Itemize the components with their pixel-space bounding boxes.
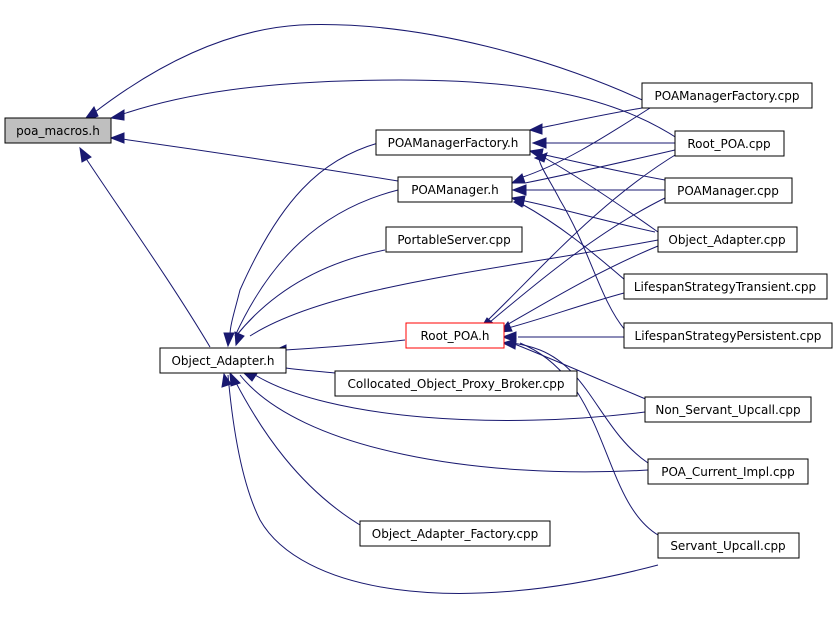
edge-poamanagerfactory-cpp-to-poa-macros — [94, 24, 656, 113]
arrowhead — [528, 123, 543, 135]
edge-object-adapter-h-to-poa-macros — [84, 156, 211, 348]
node-portableserver-cpp[interactable]: PortableServer.cpp — [385, 226, 523, 253]
edges — [84, 24, 681, 594]
node-root-poa-cpp[interactable]: Root_POA.cpp — [674, 130, 785, 157]
arrowhead — [533, 152, 548, 163]
node-label: POAManagerFactory.cpp — [654, 89, 799, 103]
node-label: Root_POA.h — [420, 329, 489, 343]
node-label: LifespanStrategyTransient.cpp — [634, 280, 816, 294]
edge-collocated-cpp-to-object-adapter-h — [285, 367, 336, 374]
node-lifespanstrategypersistent-cpp[interactable]: LifespanStrategyPersistent.cpp — [623, 322, 833, 349]
node-poa-current-impl-cpp[interactable]: POA_Current_Impl.cpp — [647, 458, 809, 485]
edge-poamanager-cpp-to-poamanagerfactory-h — [539, 153, 666, 181]
edge-object-adapter-cpp-to-root-poa-h — [504, 245, 659, 327]
arrowhead — [511, 184, 527, 196]
edge-portableserver-cpp-to-object-adapter-h — [235, 249, 386, 337]
arrowhead — [234, 331, 245, 347]
node-label: Object_Adapter_Factory.cpp — [372, 527, 538, 541]
node-poamanager-h[interactable]: POAManager.h — [397, 176, 513, 203]
node-label: Collocated_Object_Proxy_Broker.cpp — [348, 377, 565, 391]
node-servant-upcall-cpp[interactable]: Servant_Upcall.cpp — [657, 532, 800, 559]
edge-non-servant-upcall-to-root-poa-h — [511, 342, 649, 401]
node-label: Root_POA.cpp — [687, 137, 770, 151]
node-collocated-object-proxy-broker-cpp[interactable]: Collocated_Object_Proxy_Broker.cpp — [334, 370, 578, 397]
arrowhead — [510, 173, 526, 184]
edge-servant-upcall-to-object-adapter-h — [227, 374, 659, 594]
edge-root-poa-h-to-object-adapter-h — [284, 339, 406, 351]
edge-poamanagerfactory-h-to-object-adapter-h — [229, 142, 379, 336]
edge-object-adapter-cpp-to-poamanagerfactory-h — [544, 157, 659, 233]
edge-poamanagerfactory-cpp-to-poamanager-h — [519, 107, 651, 179]
arrowhead — [223, 332, 235, 348]
edge-poa-current-impl-to-object-adapter-h — [239, 374, 649, 473]
node-non-servant-upcall-cpp[interactable]: Non_Servant_Upcall.cpp — [644, 396, 812, 423]
arrowhead — [501, 338, 517, 350]
edge-lifespan-transient-to-root-poa-h — [507, 292, 625, 329]
node-label: POAManager.cpp — [677, 184, 779, 198]
arrowhead — [512, 196, 525, 208]
edge-lifespan-transient-to-poamanager-h — [519, 202, 626, 281]
node-label: POAManagerFactory.h — [388, 136, 519, 150]
node-object-adapter-h[interactable]: Object_Adapter.h — [159, 347, 287, 374]
node-label: PortableServer.cpp — [397, 233, 510, 247]
node-label: Non_Servant_Upcall.cpp — [655, 403, 800, 417]
arrowhead — [221, 372, 232, 388]
edge-poamanager-cpp-to-root-poa-h — [489, 197, 666, 323]
edge-poamanager-h-to-object-adapter-h — [234, 189, 399, 337]
edge-root-poa-cpp-to-root-poa-h — [487, 151, 681, 321]
edge-non-servant-upcall-to-object-adapter-h — [254, 374, 646, 421]
edge-root-poa-cpp-to-poa-macros — [122, 79, 681, 141]
arrowhead — [531, 137, 547, 149]
node-lifespanstrategytransient-cpp[interactable]: LifespanStrategyTransient.cpp — [623, 273, 828, 300]
node-poamanagerfactory-cpp[interactable]: POAManagerFactory.cpp — [641, 82, 813, 109]
node-label: POA_Current_Impl.cpp — [661, 465, 795, 479]
node-label: poa_macros.h — [16, 124, 100, 138]
arrowhead — [229, 371, 241, 387]
node-object-adapter-factory-cpp[interactable]: Object_Adapter_Factory.cpp — [359, 520, 551, 547]
arrowhead — [109, 132, 125, 144]
edge-root-poa-cpp-to-poamanager-h — [524, 149, 676, 184]
node-label: LifespanStrategyPersistent.cpp — [635, 329, 822, 343]
node-poa-macros-h: poa_macros.h — [4, 117, 112, 144]
edge-object-adapter-cpp-to-object-adapter-h — [249, 239, 659, 337]
nodes: poa_macros.h POAManagerFactory.h POAMana… — [4, 82, 833, 559]
node-label: Object_Adapter.h — [171, 354, 274, 368]
node-root-poa-h[interactable]: Root_POA.h — [405, 322, 505, 349]
edge-poamanagerfactory-cpp-to-poamanagerfactory-h — [539, 107, 643, 129]
node-poamanagerfactory-h[interactable]: POAManagerFactory.h — [375, 129, 531, 156]
edge-object-adapter-cpp-to-poamanager-h — [519, 199, 656, 233]
arrowhead — [79, 146, 92, 163]
node-label: Object_Adapter.cpp — [668, 233, 785, 247]
node-label: POAManager.h — [411, 183, 499, 197]
node-poamanager-cpp[interactable]: POAManager.cpp — [664, 177, 793, 204]
edge-object-adapter-factory-cpp-to-object-adapter-h — [231, 374, 366, 529]
edge-poa-current-impl-to-root-poa-h — [511, 342, 649, 464]
node-object-adapter-cpp[interactable]: Object_Adapter.cpp — [657, 226, 798, 253]
arrowhead — [109, 109, 125, 121]
edge-lifespan-persistent-to-poamanager-h — [538, 154, 626, 331]
edge-poamanager-h-to-poa-macros — [121, 138, 399, 182]
edge-servant-upcall-to-root-poa-h — [519, 342, 659, 536]
node-label: Servant_Upcall.cpp — [670, 539, 785, 553]
